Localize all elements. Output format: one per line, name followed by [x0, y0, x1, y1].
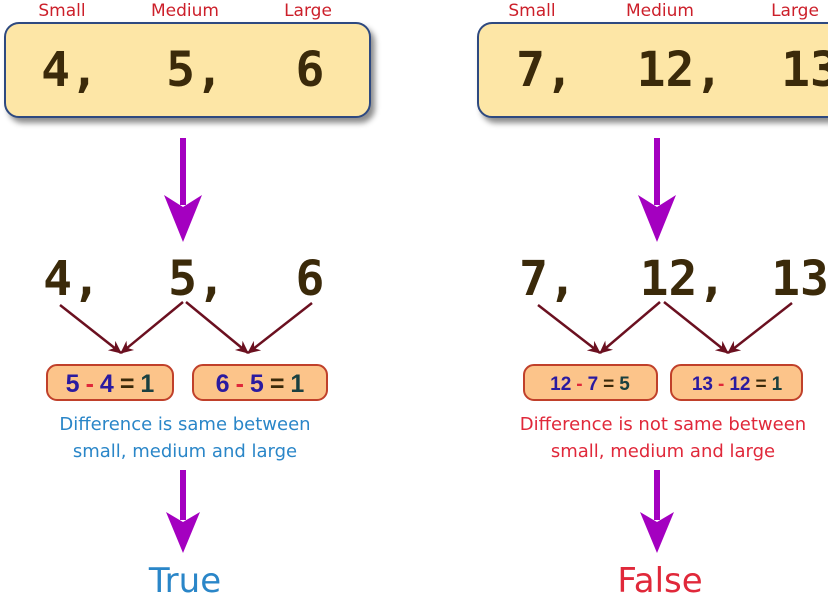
- box-number: 6: [296, 42, 325, 98]
- label-medium: Medium: [151, 1, 219, 21]
- svg-text:6-5=1: 6-5=1: [216, 370, 305, 398]
- label-large: Large: [771, 1, 819, 21]
- label-small: Small: [508, 1, 555, 21]
- difference-pill: 6-5=1: [192, 364, 328, 401]
- box-number: 13: [781, 42, 828, 98]
- right-example: Small Medium Large 7, 12, 13 7, 12, 13 1…: [477, 1, 828, 599]
- difference-arrows: [59, 301, 313, 354]
- description-line-2: small, medium and large: [551, 441, 775, 462]
- number-box: [4, 22, 371, 118]
- number: 5,: [168, 251, 226, 307]
- svg-text:5-4=1: 5-4=1: [66, 370, 155, 398]
- difference-pill: 13-12=1: [670, 364, 803, 401]
- number-box: [477, 22, 828, 118]
- down-arrow: [164, 138, 202, 242]
- label-medium: Medium: [626, 1, 694, 21]
- box-number: 4,: [41, 42, 99, 98]
- label-small: Small: [38, 1, 85, 21]
- svg-text:12-7=5: 12-7=5: [550, 374, 630, 395]
- down-arrow: [640, 470, 674, 553]
- svg-text:13-12=1: 13-12=1: [692, 374, 783, 395]
- label-large: Large: [284, 1, 332, 21]
- result-false: False: [617, 561, 702, 599]
- number: 7,: [519, 251, 577, 307]
- description-line-1: Difference is same between: [59, 414, 310, 435]
- left-example: Small Medium Large 4, 5, 6 4, 5, 6 5-4=1: [4, 1, 371, 599]
- number: 4,: [43, 251, 101, 307]
- down-arrow: [638, 138, 676, 242]
- difference-arrows: [537, 301, 793, 354]
- description-line-2: small, medium and large: [73, 441, 297, 462]
- number: 6: [296, 251, 325, 307]
- difference-pill: 12-7=5: [523, 364, 658, 401]
- down-arrow: [166, 470, 200, 553]
- number: 12,: [640, 251, 727, 307]
- number: 13: [771, 251, 828, 307]
- box-number: 5,: [166, 42, 224, 98]
- box-number: 12,: [637, 42, 724, 98]
- difference-pill: 5-4=1: [46, 364, 174, 401]
- description-line-1: Difference is not same between: [520, 414, 806, 435]
- box-number: 7,: [516, 42, 574, 98]
- result-true: True: [148, 561, 221, 599]
